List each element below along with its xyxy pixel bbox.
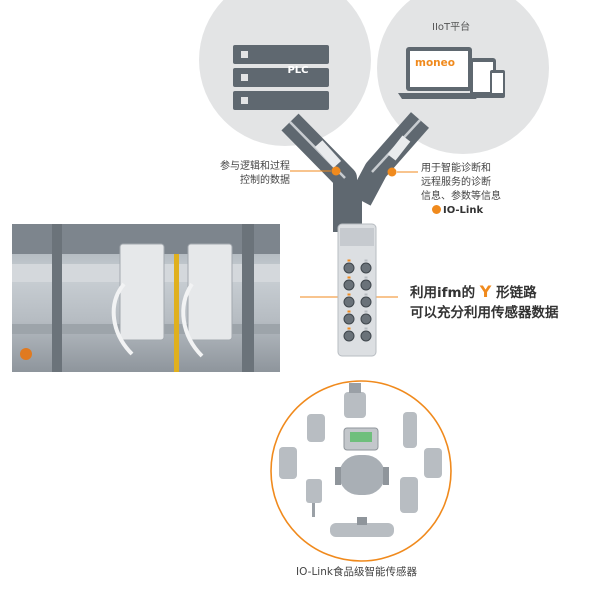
module-port: [360, 296, 372, 308]
port-led: [364, 293, 368, 296]
moneo-logo: moneo: [415, 57, 455, 69]
iiot-link-dot: [387, 167, 397, 177]
module-port: [343, 313, 355, 325]
installation-photo: [12, 224, 280, 372]
devices-icon: [398, 47, 505, 99]
callout-y-letter: Y: [479, 282, 492, 301]
port-led: [364, 259, 368, 262]
module-ports: [343, 259, 372, 342]
port-led: [364, 310, 368, 313]
plc-label: PLC: [287, 65, 309, 76]
module-port: [343, 330, 355, 342]
port-led: [347, 310, 351, 313]
callout-line1-post: 形链路: [496, 285, 537, 301]
port-led: [347, 327, 351, 330]
callout-line2: 可以充分利用传感器数据: [410, 305, 559, 321]
io-link-logo: IO-Link: [432, 205, 483, 216]
y-link-callout: 利用ifm的 Y 形链路 可以充分利用传感器数据: [410, 282, 559, 323]
iiot-caption-line1: 用于智能诊断和: [421, 163, 491, 174]
module-port: [360, 279, 372, 291]
y-cable: [281, 112, 430, 232]
plc-link-dot: [331, 166, 341, 176]
plc-caption-line1: 参与逻辑和过程: [220, 161, 290, 172]
module-port: [343, 279, 355, 291]
iiot-title: IIoT平台: [432, 22, 471, 33]
io-link-logo-text: IO-Link: [443, 205, 484, 216]
sensor-products: [279, 383, 442, 537]
module-port: [360, 262, 372, 274]
port-led: [364, 276, 368, 279]
iiot-caption-line3: 信息、参数等信息: [421, 191, 501, 202]
module-port: [360, 313, 372, 325]
plc-caption: 参与逻辑和过程 控制的数据: [218, 160, 290, 188]
plc-caption-line2: 控制的数据: [240, 175, 290, 186]
port-led: [347, 276, 351, 279]
server-icon: [233, 45, 329, 110]
module-port: [343, 296, 355, 308]
port-led: [364, 327, 368, 330]
io-link-dot-icon: [432, 205, 441, 214]
module-port: [360, 330, 372, 342]
iiot-caption: 用于智能诊断和 远程服务的诊断 信息、参数等信息: [421, 162, 501, 204]
module-port: [343, 262, 355, 274]
port-led: [347, 259, 351, 262]
port-led: [347, 293, 351, 296]
iiot-caption-line2: 远程服务的诊断: [421, 177, 491, 188]
callout-line1-pre: 利用ifm的: [410, 285, 476, 301]
sensor-caption: IO-Link食品级智能传感器: [296, 566, 417, 578]
callout-line1: 利用ifm的 Y 形链路: [410, 282, 559, 303]
